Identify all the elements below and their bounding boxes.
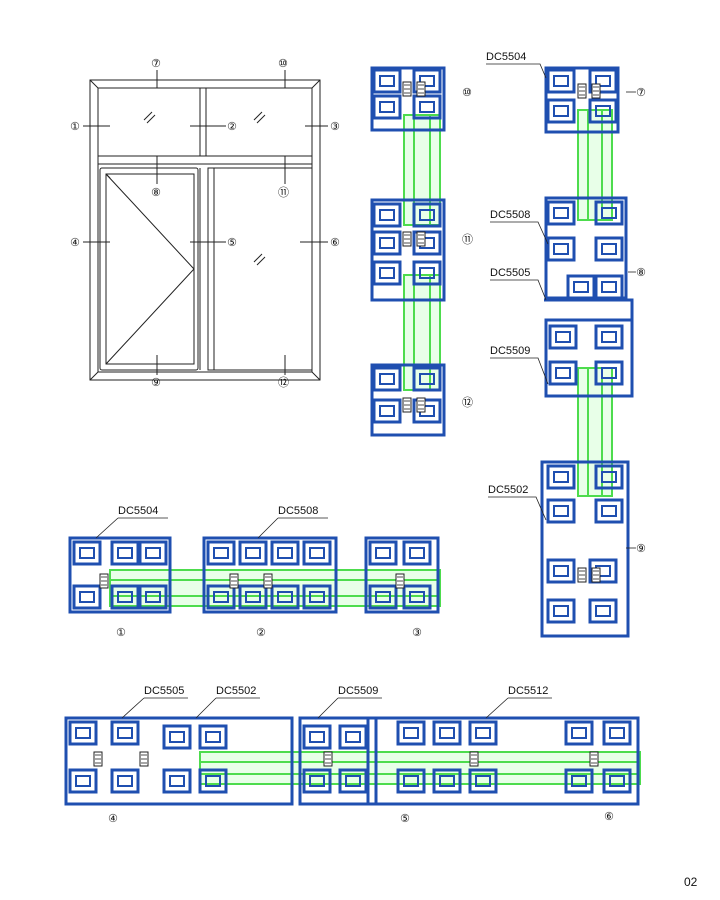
callout-2: ② [227, 120, 237, 133]
mark-11: ⑪ [462, 233, 473, 246]
callout-1: ① [70, 120, 80, 133]
callout-7: ⑦ [151, 57, 161, 70]
code-dc5509-b: DC5509 [490, 345, 530, 357]
callout-10: ⑩ [278, 57, 288, 70]
vertical-section-b-labels: DC5504 DC5508 DC5505 DC5509 DC5502 ⑦ ⑧ ⑨ [486, 51, 646, 555]
mark-6: ⑥ [604, 810, 614, 823]
mark-2: ② [256, 626, 266, 639]
mark-10: ⑩ [462, 86, 472, 99]
code-dc5502-b: DC5502 [488, 484, 528, 496]
code-dc5509-h: DC5509 [338, 685, 378, 697]
window-elevation [83, 70, 328, 381]
callout-3: ③ [330, 120, 340, 133]
mark-5: ⑤ [400, 812, 410, 825]
callout-12: ⑫ [278, 376, 289, 389]
callout-8: ⑧ [151, 186, 161, 199]
mark-4: ④ [108, 812, 118, 825]
mark-7: ⑦ [636, 86, 646, 99]
code-dc5512-h: DC5512 [508, 685, 548, 697]
code-dc5505-h: DC5505 [144, 685, 184, 697]
page-number: 02 [684, 875, 698, 889]
horizontal-section-bottom-labels: DC5505 DC5502 DC5509 DC5512 ④ ⑤ ⑥ [108, 685, 614, 825]
horizontal-section-bottom [64, 697, 641, 806]
horizontal-section-top-labels: DC5504 DC5508 ① ② ③ [116, 505, 422, 639]
code-dc5504-b: DC5504 [486, 51, 526, 63]
code-dc5508-h: DC5508 [278, 505, 318, 517]
code-dc5502-h: DC5502 [216, 685, 256, 697]
code-dc5508-b: DC5508 [490, 209, 530, 221]
code-dc5505-b: DC5505 [490, 267, 530, 279]
mark-9: ⑨ [636, 542, 646, 555]
window-callouts: ⑦ ⑩ ① ② ③ ⑧ ⑪ ④ ⑤ ⑥ ⑨ ⑫ [70, 57, 340, 389]
vertical-section-a [370, 66, 446, 437]
vertical-section-a-marks: ⑩ ⑪ ⑫ [462, 86, 473, 409]
mark-1: ① [116, 626, 126, 639]
callout-11: ⑪ [278, 186, 289, 199]
mark-12: ⑫ [462, 396, 473, 409]
callout-5: ⑤ [227, 236, 237, 249]
callout-9: ⑨ [151, 376, 161, 389]
horizontal-section-top [68, 517, 441, 614]
vertical-section-b [486, 63, 636, 638]
callout-6: ⑥ [330, 236, 340, 249]
mark-3: ③ [412, 626, 422, 639]
callout-4: ④ [70, 236, 80, 249]
code-dc5504-h: DC5504 [118, 505, 158, 517]
mark-8: ⑧ [636, 266, 646, 279]
